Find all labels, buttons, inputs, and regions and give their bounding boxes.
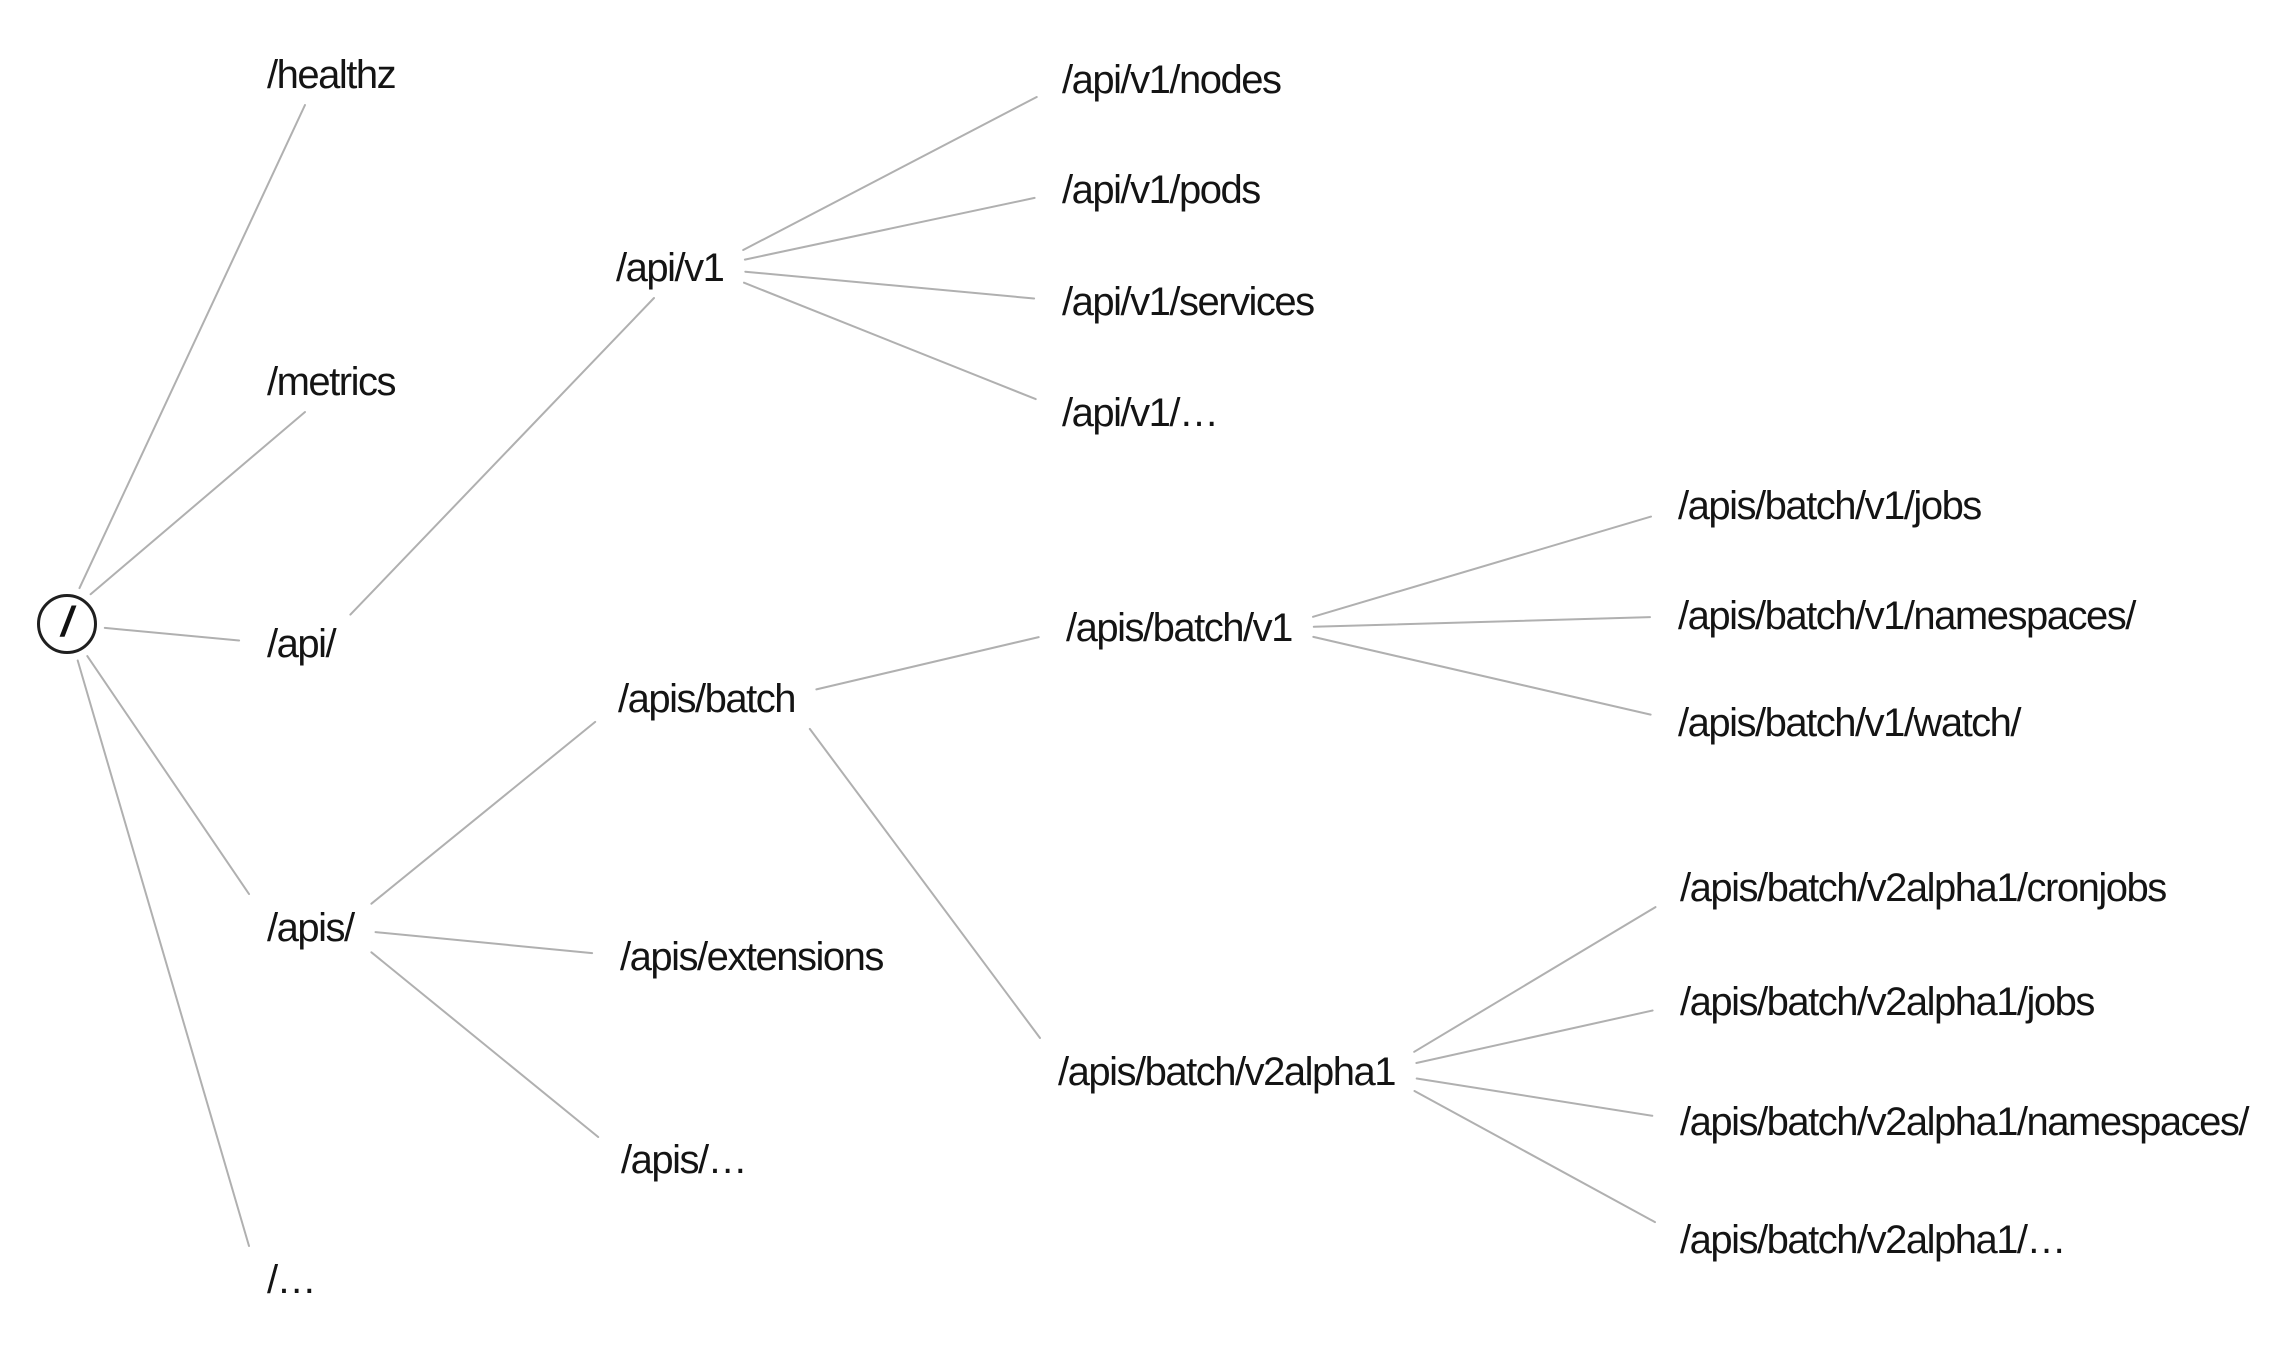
tree-node-batch-v2alpha1: /apis/batch/v2alpha1 <box>1058 1050 1396 1094</box>
edge-batch-v2alpha1-v2a-more <box>1413 1090 1656 1224</box>
edge-apis-apis-batch <box>370 720 597 905</box>
tree-node-apis-batch: /apis/batch <box>618 677 796 721</box>
edge-root-api <box>103 626 241 642</box>
edge-batch-v1-batch-v1-namespaces <box>1312 616 1651 628</box>
tree-node-v2a-namespaces: /apis/batch/v2alpha1/namespaces/ <box>1680 1100 2249 1144</box>
tree-node-batch-v1-watch: /apis/batch/v1/watch/ <box>1678 701 2022 745</box>
tree-node-api-v1-more: /api/v1/… <box>1062 391 1219 435</box>
tree-node-api-v1-nodes: /api/v1/nodes <box>1062 58 1282 102</box>
edge-batch-v1-batch-v1-watch <box>1312 635 1652 716</box>
tree-node-apis-more: /apis/… <box>621 1138 748 1182</box>
tree-node-root-more: /… <box>267 1258 317 1302</box>
edge-batch-v1-batch-v1-jobs <box>1312 515 1652 618</box>
edge-apis-batch-batch-v1 <box>815 636 1040 691</box>
tree-node-batch-v1-jobs: /apis/batch/v1/jobs <box>1678 484 1982 528</box>
tree-node-metrics: /metrics <box>267 360 397 404</box>
edge-root-metrics <box>89 411 306 596</box>
edge-root-apis <box>86 655 250 895</box>
edge-api-v1-api-v1-services <box>744 270 1036 300</box>
edge-batch-v2alpha1-v2a-cronjobs <box>1413 906 1657 1053</box>
edge-apis-apis-extensions <box>374 931 594 955</box>
root-node: / <box>37 594 97 654</box>
edge-apis-apis-more <box>370 951 600 1138</box>
edge-batch-v2alpha1-v2a-namespaces <box>1415 1077 1654 1117</box>
root-slash-label: / <box>61 598 73 645</box>
edge-root-root-more <box>76 659 250 1247</box>
tree-node-api-v1: /api/v1 <box>616 246 725 290</box>
edge-api-api-v1 <box>349 297 655 616</box>
tree-node-batch-v1: /apis/batch/v1 <box>1066 606 1293 650</box>
edge-api-v1-api-v1-pods <box>743 196 1036 261</box>
edge-apis-batch-batch-v2alpha1 <box>808 727 1041 1039</box>
tree-node-apis: /apis/ <box>267 906 355 950</box>
edge-api-v1-api-v1-nodes <box>742 96 1038 251</box>
tree-node-api: /api/ <box>267 622 337 666</box>
tree-node-v2a-cronjobs: /apis/batch/v2alpha1/cronjobs <box>1680 866 2167 910</box>
tree-node-batch-v1-namespaces: /apis/batch/v1/namespaces/ <box>1678 594 2136 638</box>
tree-node-api-v1-services: /api/v1/services <box>1062 280 1315 324</box>
tree-node-v2a-jobs: /apis/batch/v2alpha1/jobs <box>1680 980 2095 1024</box>
tree-node-healthz: /healthz <box>267 53 397 97</box>
edge-batch-v2alpha1-v2a-jobs <box>1415 1009 1654 1064</box>
edge-api-v1-api-v1-more <box>743 281 1037 401</box>
tree-node-api-v1-pods: /api/v1/pods <box>1062 168 1261 212</box>
edge-root-healthz <box>78 104 306 590</box>
tree-node-apis-extensions: /apis/extensions <box>620 935 884 979</box>
tree-node-v2a-more: /apis/batch/v2alpha1/… <box>1680 1218 2067 1262</box>
